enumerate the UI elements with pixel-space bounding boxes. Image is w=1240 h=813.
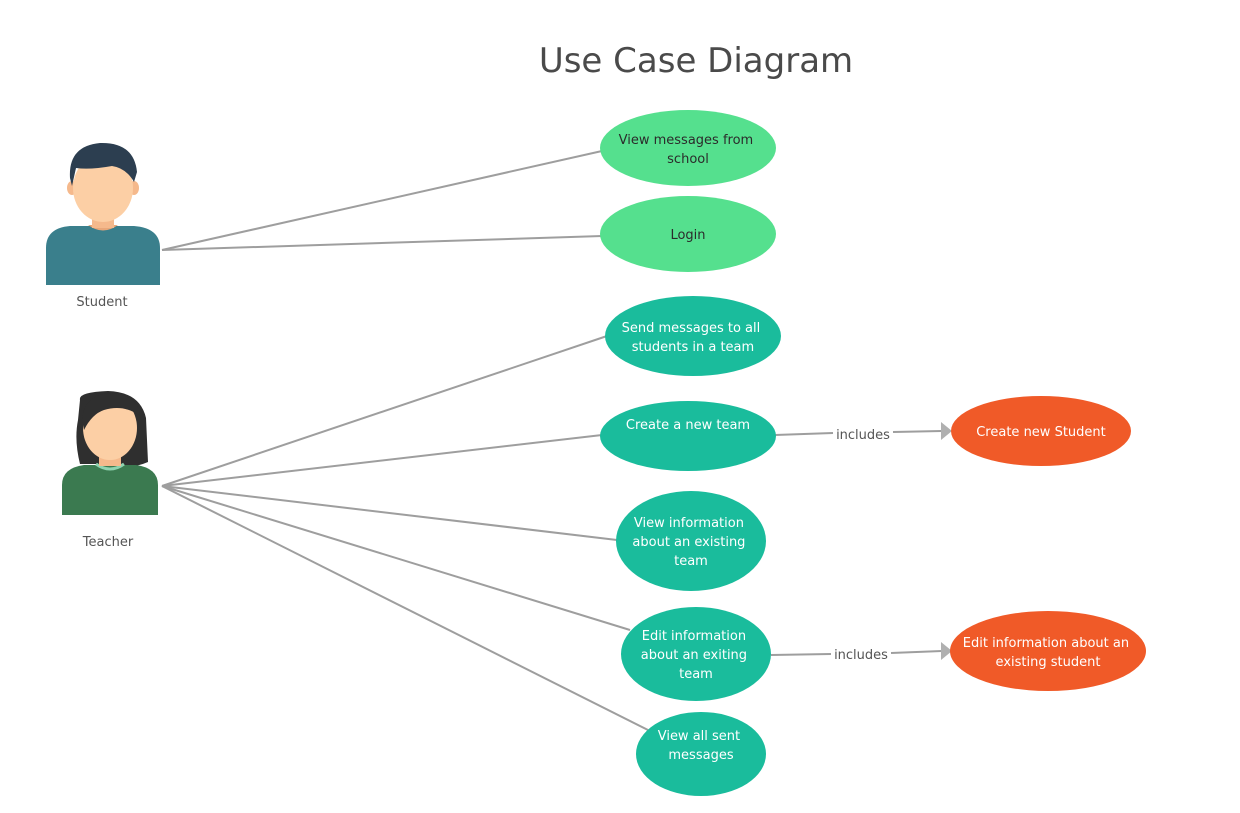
use-case-label: Edit information about an existing stude…: [963, 636, 1133, 670]
use-case-label: View all sent messages: [658, 729, 745, 763]
use-case-label: Create new Student: [976, 425, 1106, 440]
use-case-login[interactable]: Login: [600, 196, 776, 272]
include-line-segment: [770, 653, 832, 656]
association-student-login: [161, 235, 603, 251]
association-teacher-create-team: [161, 434, 603, 487]
use-case-label: View information about an existing team: [632, 516, 749, 569]
include-line-segment: [890, 650, 943, 654]
use-case-label: Send messages to all students in a team: [622, 321, 765, 355]
teacher-avatar-icon: [62, 391, 158, 515]
actor-label: Teacher: [82, 535, 134, 550]
arrowhead-icon: [941, 422, 952, 440]
association-teacher-view-team-info: [161, 485, 618, 541]
association-teacher-view-sent: [161, 485, 649, 731]
use-case-view-sent[interactable]: View all sent messages: [636, 712, 766, 796]
use-case-edit-student[interactable]: Edit information about an existing stude…: [950, 611, 1146, 691]
actor-student[interactable]: Student: [46, 142, 160, 310]
actor-label: Student: [76, 295, 127, 310]
diagram-title: Use Case Diagram: [539, 41, 853, 81]
use-case-label: View messages from school: [619, 133, 758, 167]
use-case-label: Edit information about an exiting team: [641, 629, 751, 682]
association-teacher-edit-team-info: [161, 485, 631, 631]
use-case-view-team-info[interactable]: View information about an existing team: [616, 491, 766, 591]
include-line-segment: [774, 432, 834, 436]
include-line-segment: [892, 430, 943, 433]
association-teacher-send-messages: [161, 335, 608, 487]
association-student-view-messages: [161, 150, 603, 251]
use-case-send-messages[interactable]: Send messages to all students in a team: [605, 296, 781, 376]
use-case-label: Create a new team: [626, 418, 750, 433]
use-case-create-team[interactable]: Create a new team: [600, 401, 776, 471]
associations: [161, 150, 649, 731]
include-relation-edit-student: includes: [770, 642, 952, 663]
includes-label: includes: [834, 648, 888, 663]
includes-label: includes: [836, 428, 890, 443]
use-case-view-messages[interactable]: View messages from school: [600, 110, 776, 186]
arrowhead-icon: [941, 642, 952, 660]
use-case-create-student[interactable]: Create new Student: [951, 396, 1131, 466]
use-case-edit-team-info[interactable]: Edit information about an exiting team: [621, 607, 771, 701]
use-case-label: Login: [670, 228, 705, 243]
student-avatar-icon: [46, 142, 160, 285]
include-relation-create-student: includes: [774, 422, 952, 443]
actor-teacher[interactable]: Teacher: [62, 391, 158, 550]
